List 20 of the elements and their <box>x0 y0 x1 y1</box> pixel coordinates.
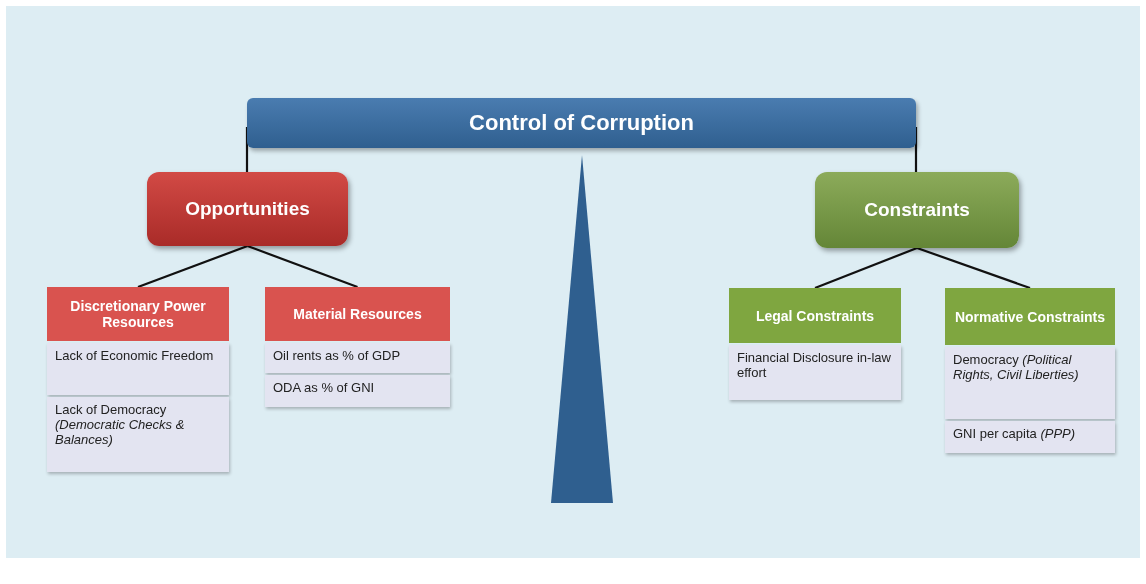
header-box: Legal Constraints <box>729 288 901 343</box>
connector-line <box>137 244 248 289</box>
list-item: ODA as % of GNI <box>265 375 450 407</box>
connector-line <box>814 246 918 290</box>
connector-line <box>914 127 918 172</box>
header-box: Normative Constraints <box>945 288 1115 345</box>
list-item: Financial Disclosure in-law effort <box>729 345 901 400</box>
list-item: GNI per capita (PPP) <box>945 421 1115 453</box>
category-box: Opportunities <box>147 172 348 246</box>
category-box: Constraints <box>815 172 1019 248</box>
list-item: Lack of Democracy (Democratic Checks & Balances) <box>47 397 229 472</box>
connector-line <box>916 246 1031 290</box>
list-item: Lack of Economic Freedom <box>47 343 229 395</box>
list-item: Oil rents as % of GDP <box>265 343 450 373</box>
connector-line <box>245 127 249 172</box>
connector-line <box>247 244 358 289</box>
list-item: Democracy (Political Rights, Civil Liberties) <box>945 347 1115 419</box>
balance-beam: Control of Corruption <box>247 98 916 148</box>
header-box: Discretionary Power Resources <box>47 287 229 341</box>
header-box: Material Resources <box>265 287 450 341</box>
